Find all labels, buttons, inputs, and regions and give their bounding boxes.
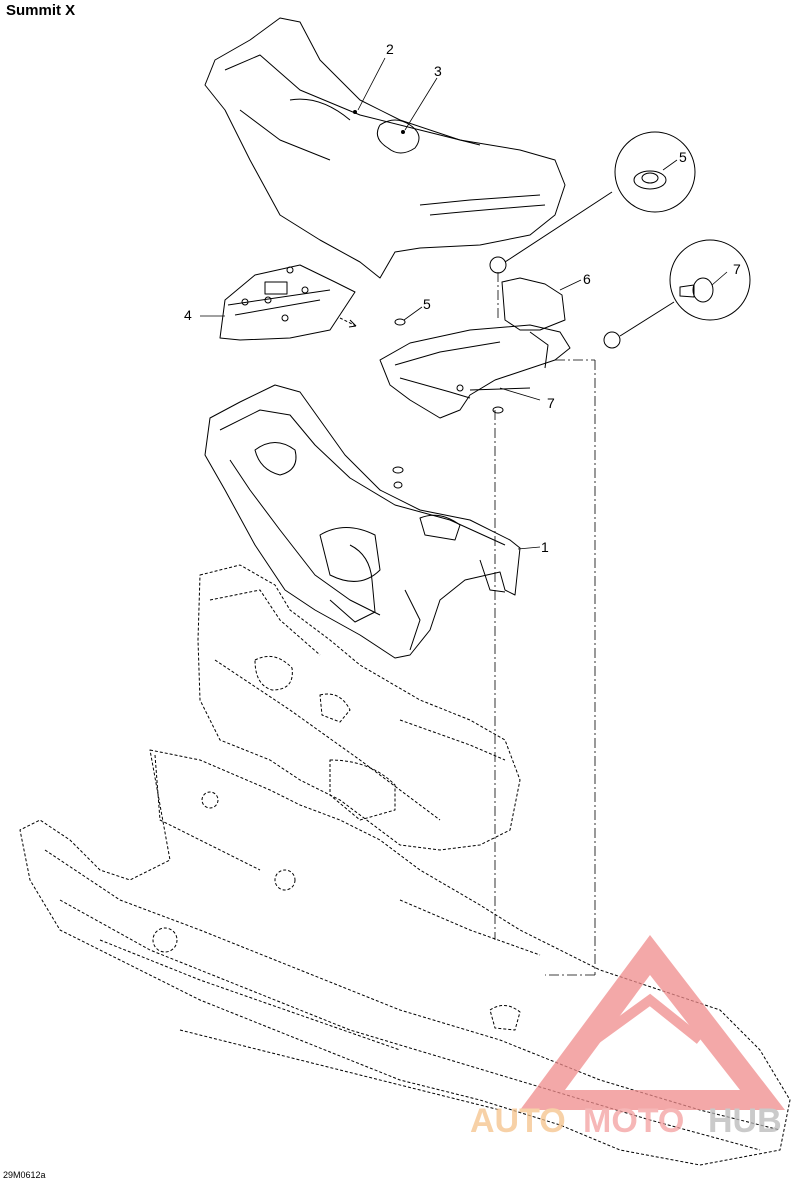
callout-1: 1 bbox=[541, 539, 549, 555]
bracket-part bbox=[219, 264, 356, 341]
watermark-hub: HUB bbox=[708, 1102, 782, 1140]
drawing-code: 29M0612a bbox=[3, 1170, 46, 1180]
fastener-icon bbox=[603, 331, 621, 349]
watermark-moto: MOTO bbox=[583, 1102, 684, 1140]
chassis-assembly bbox=[19, 564, 791, 1166]
callout-3: 3 bbox=[434, 63, 442, 79]
detail-circle-5 bbox=[504, 131, 696, 263]
detail-circle-7 bbox=[619, 239, 751, 337]
seat-part bbox=[204, 17, 566, 279]
callout-2: 2 bbox=[386, 41, 394, 57]
callout-leaders bbox=[200, 57, 728, 550]
assembly-leader-lines bbox=[494, 272, 596, 976]
grommet-small bbox=[394, 318, 406, 326]
nut-icon bbox=[492, 406, 504, 414]
callout-7: 7 bbox=[547, 395, 555, 411]
callout-7-detail: 7 bbox=[733, 261, 741, 277]
triangle-logo-icon bbox=[520, 935, 785, 1110]
fastener-icon bbox=[489, 256, 507, 274]
callout-5-detail: 5 bbox=[679, 149, 687, 165]
diagram-title: Summit X bbox=[6, 2, 76, 19]
watermark-logo: AUTO MOTO HUB bbox=[470, 935, 785, 1140]
callout-4: 4 bbox=[184, 307, 192, 323]
arrow-line bbox=[339, 317, 357, 327]
handle-part bbox=[379, 277, 571, 419]
arrow-head-icon bbox=[348, 319, 357, 328]
callout-5: 5 bbox=[423, 296, 431, 312]
main-frame-part bbox=[204, 384, 521, 659]
callout-6: 6 bbox=[583, 271, 591, 287]
watermark-auto: AUTO bbox=[470, 1102, 566, 1140]
